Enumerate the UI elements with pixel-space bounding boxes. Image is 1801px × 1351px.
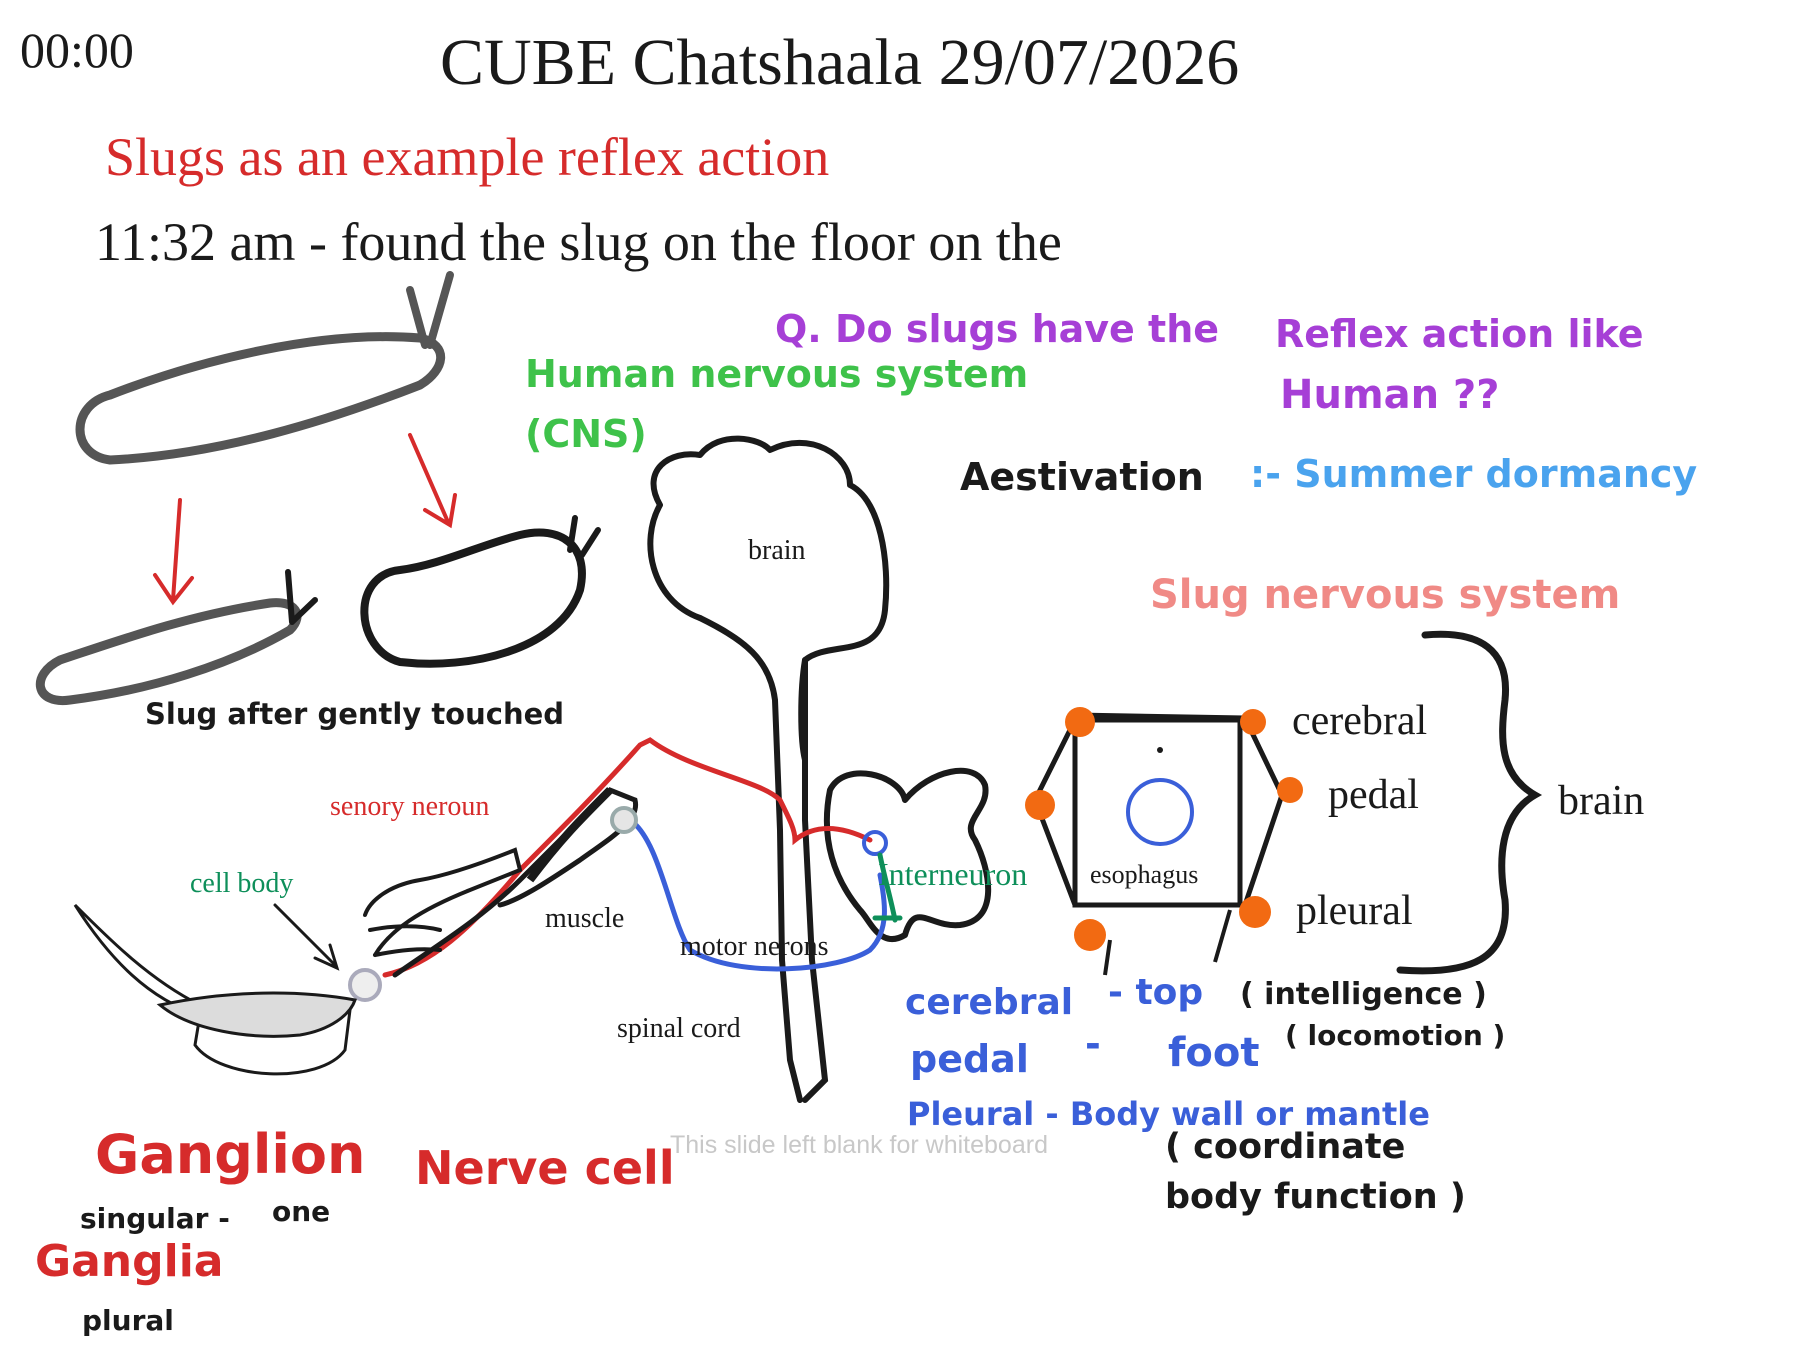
term-one: one [272, 1195, 331, 1228]
label-muscle: muscle [545, 903, 625, 934]
human-ns-subheading: (CNS) [525, 412, 647, 456]
interneuron-connector [872, 852, 903, 923]
def-cerebral: cerebral [905, 982, 1074, 1023]
slug-outline-contracted [360, 528, 586, 668]
slug-outline-original [75, 332, 446, 465]
brain-brace [1396, 630, 1543, 975]
interneuron-node [862, 830, 888, 856]
ganglion-cerebral-left [1065, 707, 1095, 737]
muscle-line [526, 787, 613, 883]
label-pleural: pleural [1296, 888, 1413, 934]
label-slug-brain: brain [1558, 778, 1645, 824]
slug-touched-caption: Slug after gently touched [145, 697, 565, 731]
label-cerebral: cerebral [1292, 698, 1428, 744]
label-cell-body: cell body [190, 868, 294, 899]
term-ganglia: Ganglia [35, 1236, 224, 1287]
slug-antenna-3 [567, 515, 601, 558]
bowl-outline [73, 903, 352, 1076]
slug-ns-heading: Slug nervous system [1150, 572, 1621, 618]
hand-outline [363, 847, 523, 957]
ganglion-leg-left [1103, 909, 1232, 976]
arrow-down-right [408, 433, 457, 529]
label-pedal: pedal [1328, 772, 1419, 818]
human-ns-heading: Human nervous system [525, 352, 1029, 396]
spinal-cord-right [802, 657, 829, 1103]
aestivation-definition: :- Summer dormancy [1250, 452, 1698, 496]
term-ganglion: Ganglion [95, 1123, 366, 1186]
term-singular: singular - [80, 1202, 230, 1235]
label-esophagus: esophagus [1090, 860, 1199, 889]
question-line-2b: Human ?? [1280, 372, 1500, 418]
muscle-junction [610, 806, 638, 834]
bowl-rim [156, 991, 357, 1038]
slug-antenna-1 [406, 271, 454, 349]
ganglion-pleural-left [1074, 919, 1106, 951]
def-pleural-note-1: ( coordinate [1165, 1127, 1406, 1167]
cell-body-arrow [273, 903, 340, 971]
def-pleural-note-2: body function ) [1165, 1177, 1466, 1217]
label-interneuron: Interneuron [878, 856, 1028, 892]
def-pedal-note: ( locomotion ) [1285, 1019, 1506, 1052]
label-sensory-neuron: senory neroun [330, 791, 490, 822]
ganglion-pedal-right [1277, 777, 1303, 803]
label-spinal-cord: spinal cord [617, 1013, 741, 1044]
esophagus-dot [1157, 747, 1163, 753]
term-plural: plural [82, 1304, 174, 1337]
motor-neuron-path [627, 817, 887, 972]
page-title: CUBE Chatshaala 29/07/2026 [440, 26, 1240, 99]
ganglion-cerebral-right [1240, 709, 1266, 735]
slug-antenna-2 [285, 569, 318, 625]
interneuron-blob [823, 767, 992, 943]
label-motor-neurons: motor nerons [680, 931, 829, 962]
slug-outline-stretched [35, 598, 302, 705]
topic-heading: Slugs as an example reflex action [105, 127, 830, 187]
ganglion-pleural-right [1239, 896, 1271, 928]
arrow-down-left [153, 498, 194, 606]
ganglion-pedal-left [1025, 790, 1055, 820]
def-pedal-word: foot [1168, 1030, 1260, 1076]
def-cerebral-note: ( intelligence ) [1240, 977, 1487, 1012]
spinal-cord-left [697, 615, 803, 1103]
question-line-2a: Reflex action like [1275, 312, 1644, 356]
brain-outline [647, 435, 890, 763]
esophagus-lumen [1126, 778, 1194, 846]
watermark-text: This slide left blank for whiteboard [670, 1131, 1048, 1159]
cell-body-node [348, 968, 382, 1002]
timer: 00:00 [20, 22, 134, 78]
label-brain: brain [748, 535, 806, 566]
def-pedal-dash: - [1085, 1022, 1101, 1066]
observation-line: 11:32 am - found the slug on the floor o… [95, 212, 1062, 272]
question-line-1: Q. Do slugs have the [775, 307, 1220, 351]
aestivation-term: Aestivation [960, 455, 1204, 499]
def-pleural: Pleural - Body wall or mantle [907, 1095, 1430, 1133]
def-cerebral-dash: - top [1108, 972, 1204, 1013]
term-nerve-cell: Nerve cell [415, 1141, 675, 1195]
def-pedal: pedal [910, 1037, 1029, 1081]
